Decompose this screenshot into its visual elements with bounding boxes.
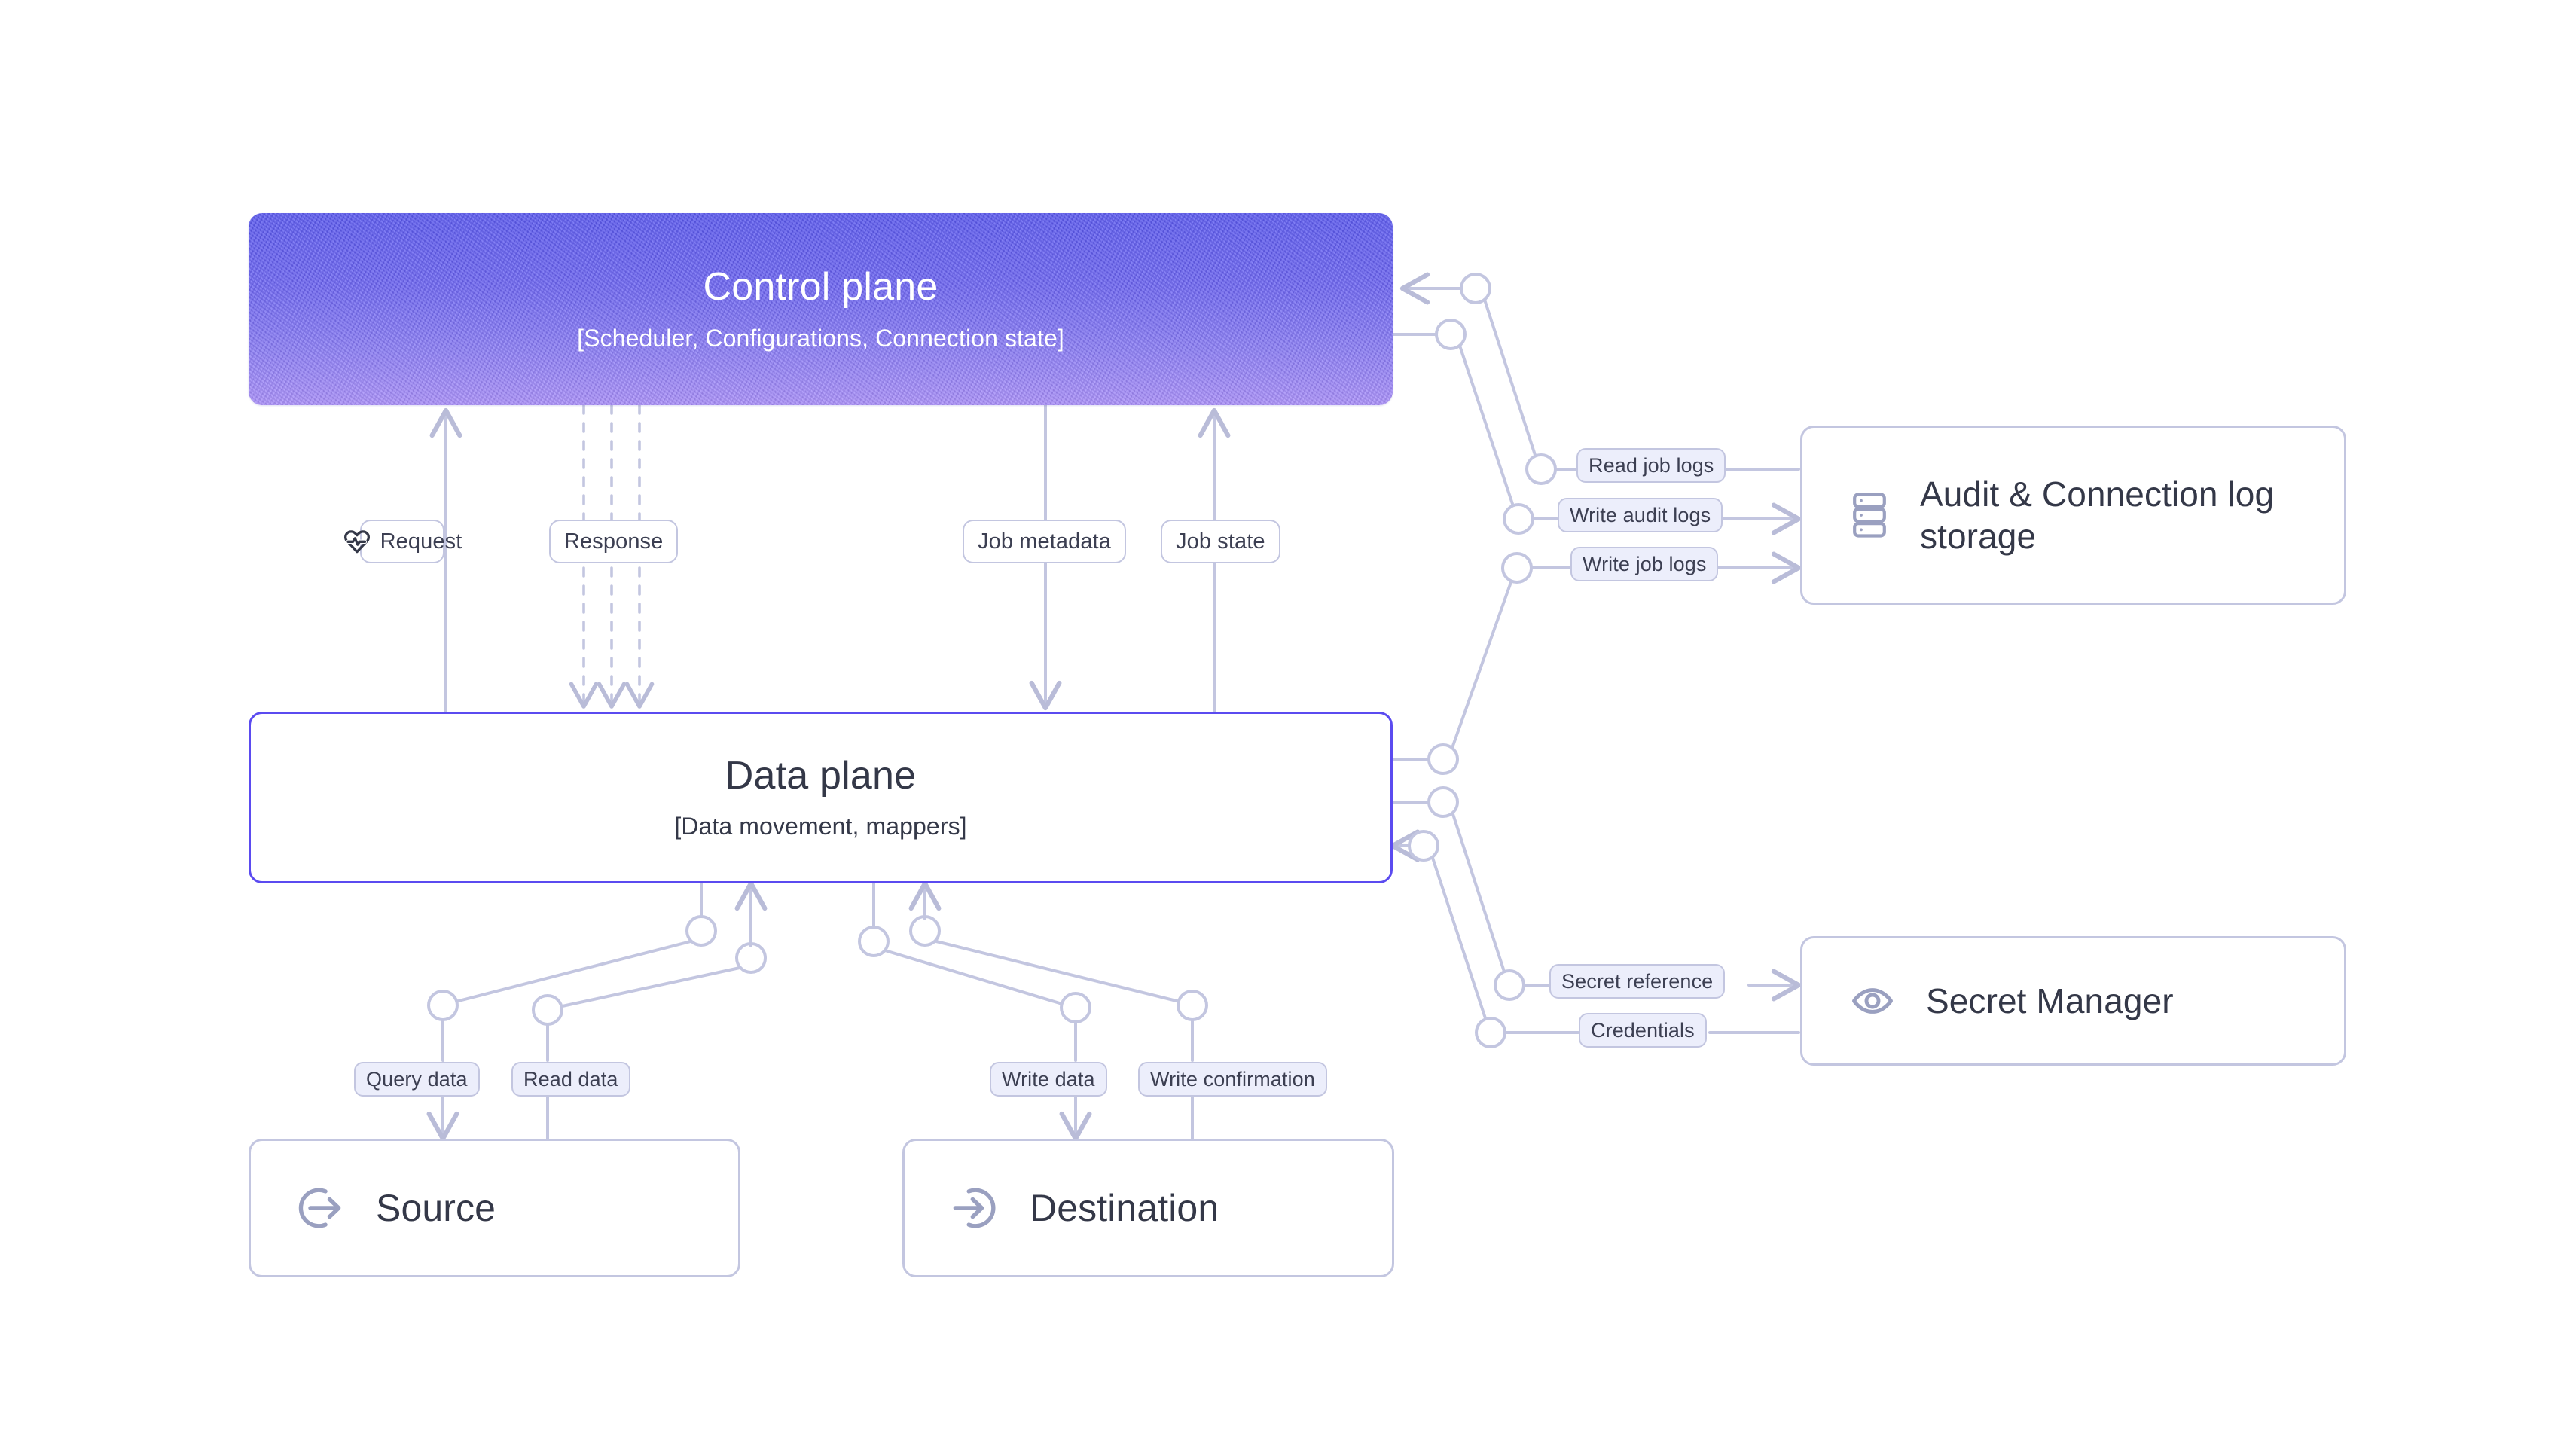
edge-label-response-text: Response	[564, 529, 664, 554]
control-plane-box[interactable]: Control plane [Scheduler, Configurations…	[249, 213, 1393, 405]
edge-label-write-confirmation-text: Write confirmation	[1150, 1067, 1315, 1091]
edge-label-job-state-text: Job state	[1176, 529, 1265, 554]
data-plane-subtitle: [Data movement, mappers]	[674, 813, 967, 840]
wire-credentials	[1390, 829, 1800, 1048]
edge-label-credentials[interactable]: Credentials	[1579, 1013, 1707, 1048]
edge-label-job-metadata[interactable]: Job metadata	[963, 520, 1126, 563]
wire-write-audit-logs	[1391, 319, 1802, 535]
edge-label-write-job-logs[interactable]: Write job logs	[1570, 547, 1719, 581]
edge-label-secret-reference[interactable]: Secret reference	[1549, 964, 1726, 999]
data-plane-title: Data plane	[725, 753, 917, 798]
wire-write-job-logs	[1391, 551, 1802, 775]
heart-pulse-icon	[343, 527, 371, 556]
database-stack-icon	[1849, 490, 1890, 540]
arrow-enter-circle-icon	[948, 1182, 1000, 1234]
source-box[interactable]: Source	[249, 1139, 740, 1277]
wire-write-data	[858, 882, 1092, 1142]
edge-label-read-job-logs-text: Read job logs	[1589, 453, 1714, 477]
secret-manager-label: Secret Manager	[1926, 981, 2174, 1020]
edge-label-write-confirmation[interactable]: Write confirmation	[1138, 1062, 1327, 1097]
control-plane-subtitle: [Scheduler, Configurations, Connection s…	[577, 324, 1064, 352]
edge-label-request[interactable]: Request	[343, 520, 462, 563]
eye-icon	[1849, 978, 1896, 1024]
audit-log-storage-box[interactable]: Audit & Connection log storage	[1800, 426, 2346, 605]
wire-secret-reference	[1391, 786, 1802, 1002]
edge-label-write-data-text: Write data	[1002, 1067, 1095, 1091]
secret-manager-box[interactable]: Secret Manager	[1800, 936, 2346, 1066]
arrow-exit-circle-icon	[295, 1182, 346, 1234]
edge-label-job-metadata-text: Job metadata	[978, 529, 1111, 554]
edge-label-read-data[interactable]: Read data	[511, 1062, 630, 1097]
data-plane-box[interactable]: Data plane [Data movement, mappers]	[249, 712, 1393, 883]
destination-box[interactable]: Destination	[902, 1139, 1394, 1277]
edge-label-write-audit-logs[interactable]: Write audit logs	[1558, 498, 1723, 532]
wire-query-data	[426, 882, 717, 1142]
wire-write-confirmation	[908, 880, 1208, 1140]
edge-label-write-job-logs-text: Write job logs	[1583, 552, 1707, 575]
edge-label-credentials-text: Credentials	[1591, 1018, 1695, 1042]
edge-label-job-state[interactable]: Job state	[1161, 520, 1280, 563]
wire-read-data	[532, 880, 768, 1140]
edge-label-read-job-logs[interactable]: Read job logs	[1576, 448, 1726, 483]
edge-label-response[interactable]: Response	[549, 520, 679, 563]
edge-label-read-data-text: Read data	[523, 1067, 618, 1091]
edge-label-secret-reference-text: Secret reference	[1561, 969, 1714, 993]
audit-log-storage-label: Audit & Connection log storage	[1920, 474, 2275, 556]
wire-read-job-logs	[1399, 272, 1800, 485]
edge-label-query-data[interactable]: Query data	[354, 1062, 480, 1097]
edge-label-write-data[interactable]: Write data	[990, 1062, 1107, 1097]
control-plane-title: Control plane	[703, 265, 939, 310]
destination-label: Destination	[1030, 1186, 1219, 1229]
source-label: Source	[376, 1186, 496, 1229]
edge-label-query-data-text: Query data	[366, 1067, 468, 1091]
edge-label-request-text: Request	[380, 529, 462, 554]
edge-label-write-audit-logs-text: Write audit logs	[1570, 503, 1711, 526]
